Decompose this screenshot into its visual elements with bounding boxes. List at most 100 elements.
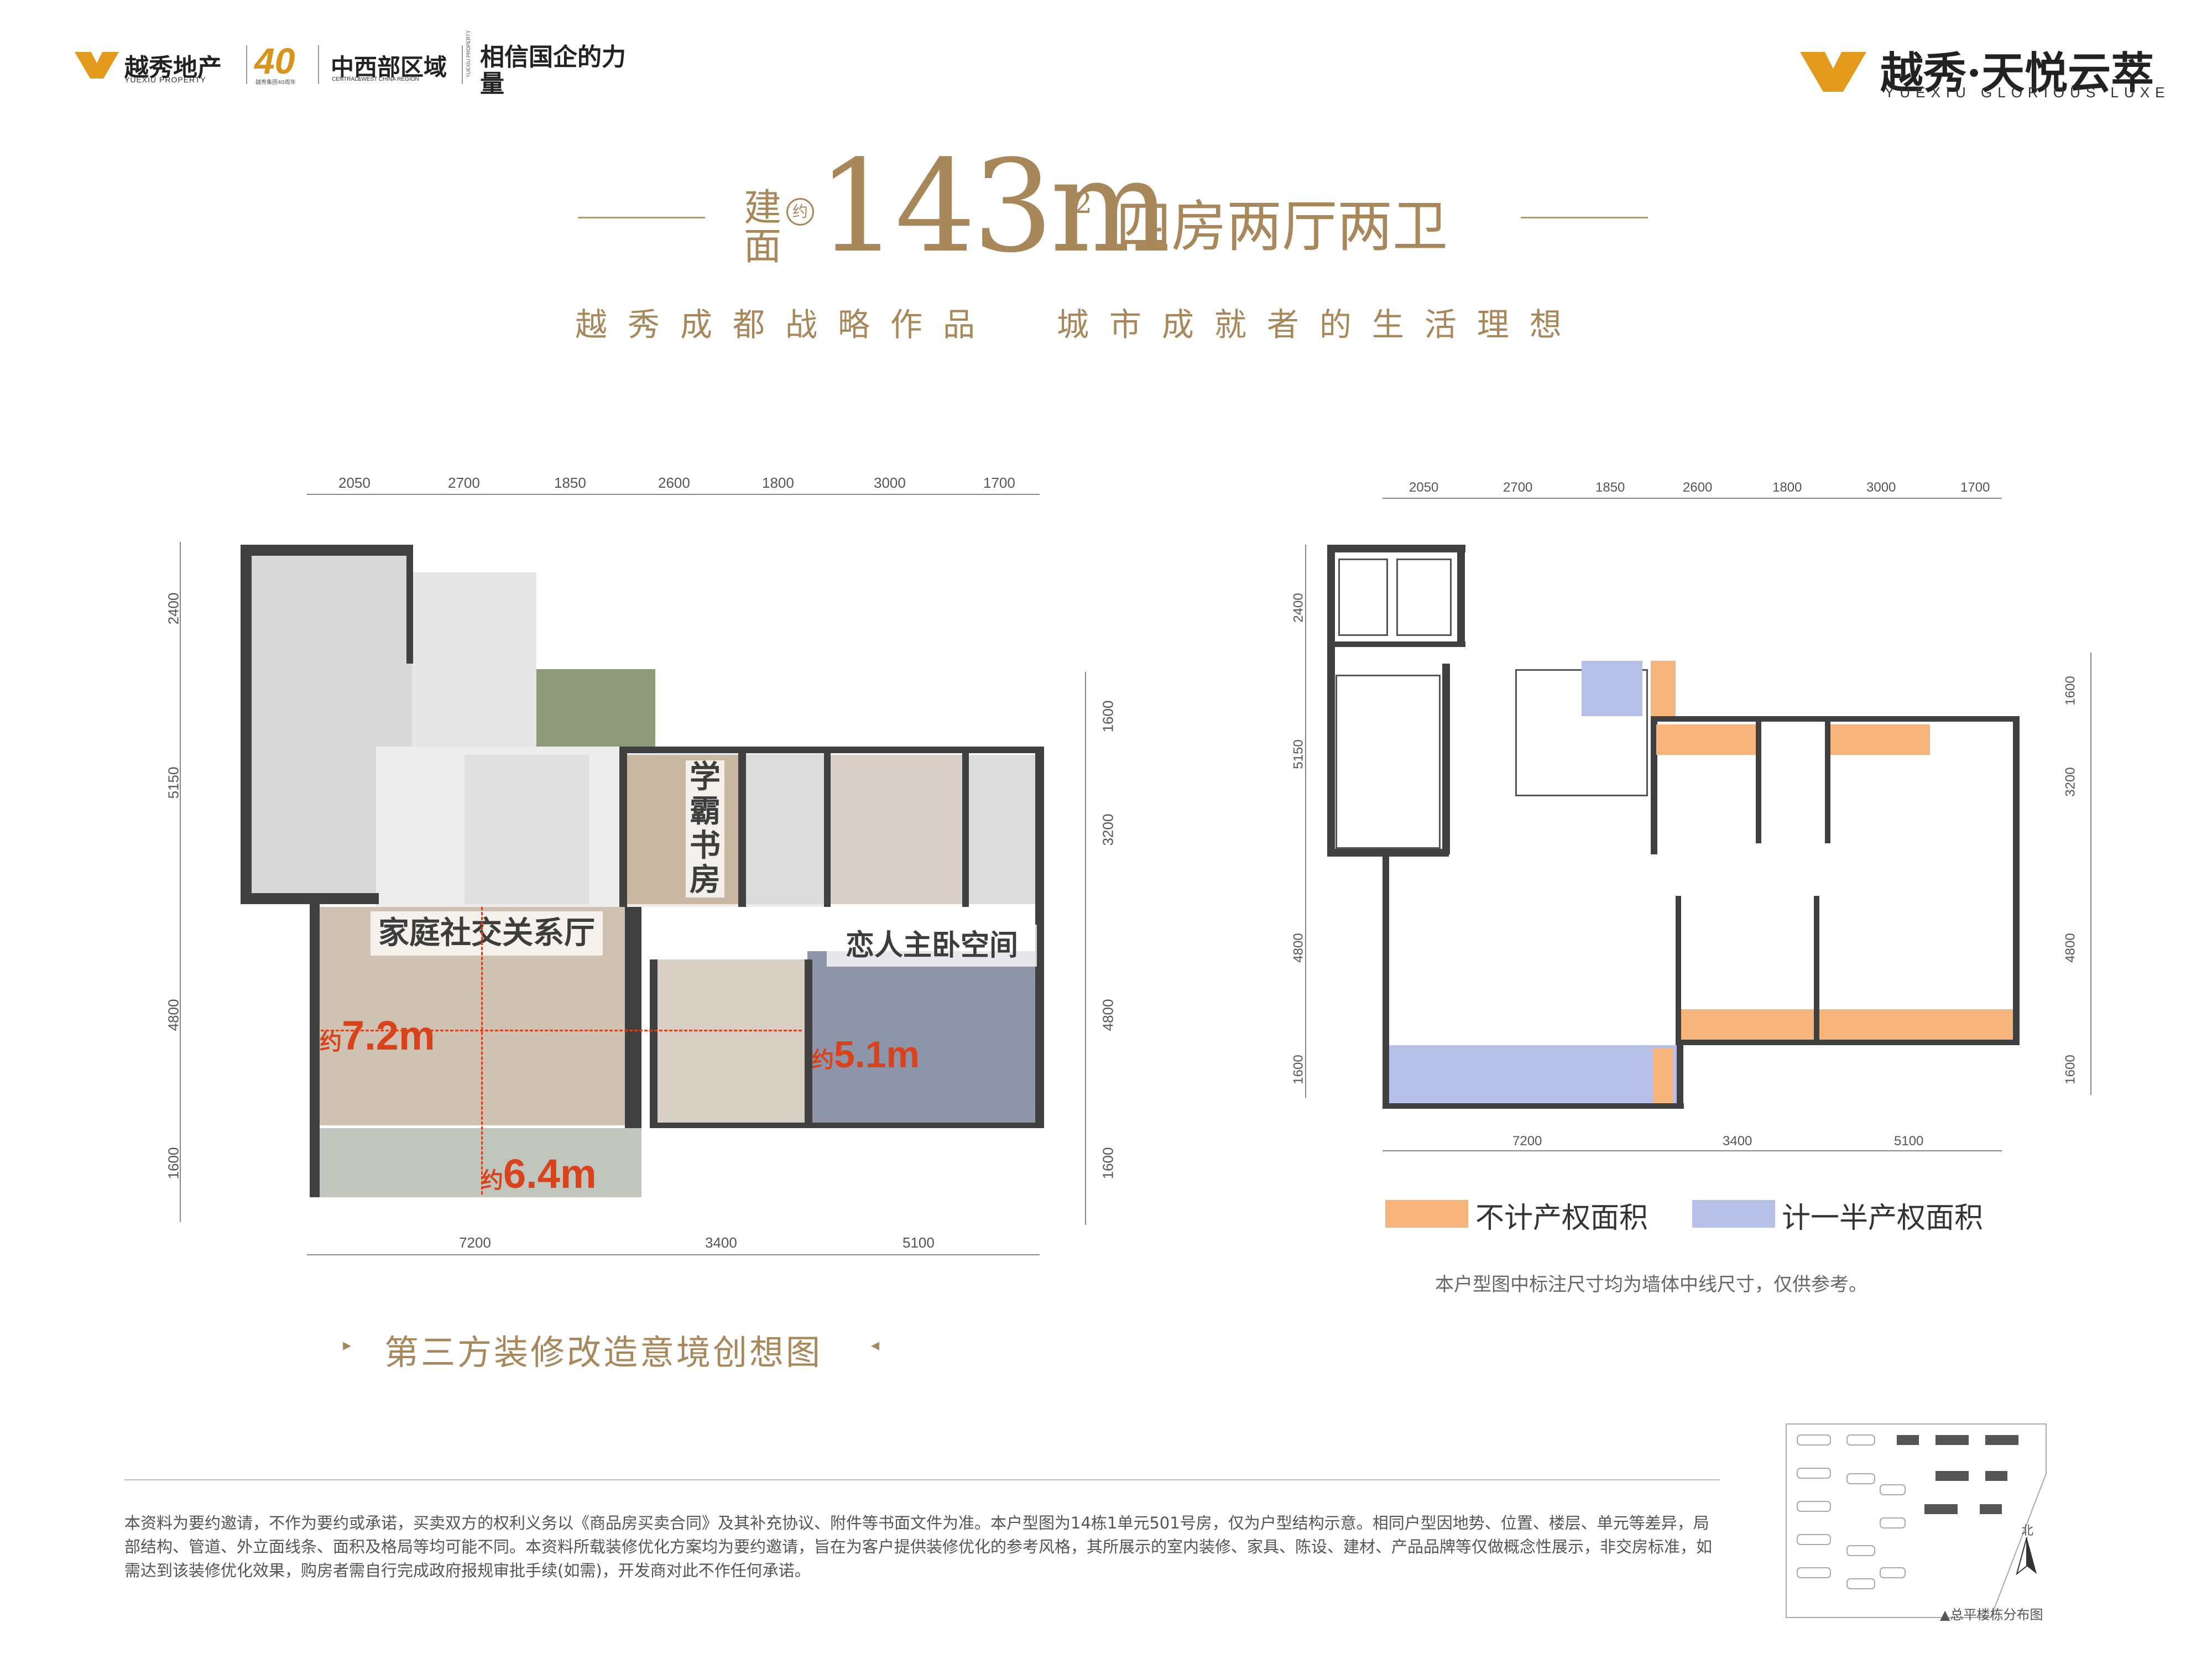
dim-left: 2400 — [1291, 593, 1306, 623]
master-bedroom — [807, 951, 1040, 1125]
dim-left: 2400 — [165, 592, 182, 625]
dim-top: 2050 — [1409, 480, 1439, 495]
dim-bottom: 7200 — [1512, 1134, 1542, 1149]
title-area: 143m — [817, 133, 1171, 281]
dim-top: 1850 — [554, 474, 586, 491]
kitchen — [465, 755, 589, 904]
dim-top: 2050 — [338, 474, 371, 491]
title-tagline: 越秀成都战略作品 城市成就者的生活理想 — [575, 306, 1582, 343]
header-divider — [462, 45, 463, 84]
ye-logo-icon — [1800, 47, 1866, 97]
ye-logo-icon — [75, 49, 119, 82]
dim-right: 3200 — [2063, 767, 2078, 797]
logo-right-sub: YUEXIU GLORIOUS LUXE — [1885, 84, 2171, 101]
caption-arrow-right: ◂ — [871, 1335, 880, 1355]
elevator-1 — [1338, 559, 1388, 636]
dim-top: 2700 — [448, 474, 480, 491]
title-prefix-bottom: 面 — [744, 225, 782, 269]
measure-line — [481, 907, 483, 1194]
title-prefix-top: 建 — [744, 186, 782, 230]
logo-left-name: 越秀地产 — [124, 54, 222, 82]
region-name: 中西部区域 — [331, 54, 447, 81]
south-balcony — [310, 1128, 641, 1197]
caption: 第三方装修改造意境创想图 — [384, 1332, 823, 1373]
title-about-circle: 约 — [786, 198, 814, 226]
north-arrow-icon — [2016, 1537, 2038, 1576]
excluded-area-orange — [1656, 724, 1756, 755]
dim-top: 1700 — [983, 474, 1015, 491]
excluded-area-orange — [1681, 1009, 1814, 1040]
half-area-blue-2 — [1582, 661, 1642, 716]
dim-top: 1700 — [1960, 480, 1990, 495]
measure-master: 约5.1m — [812, 1034, 920, 1076]
dim-left: 5150 — [1291, 739, 1306, 769]
plan-note: 本户型图中标注尺寸均为墙体中线尺寸，仅供参考。 — [1435, 1274, 1867, 1296]
dim-bottom: 5100 — [1894, 1134, 1924, 1149]
site-plan-caption: ▲总平楼栋分布图 — [1940, 1607, 2043, 1623]
slogan-sub: YUEXIU PROPERTY — [466, 30, 471, 77]
measure-living: 约7.2m — [320, 1013, 435, 1058]
dim-left: 5150 — [165, 766, 182, 799]
dim-bottom: 5100 — [902, 1234, 935, 1251]
dim-bottom: 7200 — [459, 1234, 491, 1251]
title-layout: 四房两厅两卫 — [1116, 194, 1448, 259]
elevator-2 — [1396, 559, 1452, 636]
legend-label-orange: 不计产权面积 — [1475, 1202, 1648, 1235]
site-plan-map — [1770, 1418, 2057, 1634]
label-living: 家庭社交关系厅 — [371, 911, 603, 956]
dim-top: 3000 — [1866, 480, 1896, 495]
logo-40-sub: 越秀集团40周年 — [255, 80, 296, 86]
half-area-blue — [1389, 1045, 1677, 1103]
caption-arrow-left: ▸ — [343, 1335, 352, 1355]
label-master: 恋人主卧空间 — [827, 925, 1037, 967]
dim-right: 4800 — [2063, 933, 2078, 963]
dim-top: 2600 — [1683, 480, 1713, 495]
bedroom-3 — [650, 959, 805, 1125]
logo-40-number: 40 — [254, 40, 295, 81]
header-divider — [318, 45, 319, 84]
logo-left-sub: YUEXIU PROPERTY — [124, 75, 206, 84]
stairwell — [1335, 675, 1441, 849]
excluded-area-orange — [1830, 724, 1930, 755]
legend-swatch-orange — [1385, 1200, 1468, 1228]
disclaimer: 本资料为要约邀请，不作为要约或承诺，买卖双方的权利义务以《商品房买卖合同》及其补… — [124, 1514, 1713, 1580]
label-study: 学霸书房 — [686, 760, 724, 898]
dim-right: 3200 — [1099, 813, 1117, 846]
dim-right: 1600 — [2063, 676, 2078, 706]
dim-bottom: 3400 — [705, 1234, 737, 1251]
legend-label-blue: 计一半产权面积 — [1782, 1202, 1984, 1235]
excluded-area-orange — [1819, 1009, 2013, 1040]
dim-bottom: 3400 — [1723, 1134, 1752, 1149]
region-sub: CENTRAL&WEST CHINA REGION — [332, 76, 419, 82]
dim-right: 1600 — [1099, 1147, 1117, 1180]
header-divider — [246, 45, 247, 84]
entry-balcony — [412, 572, 536, 749]
dim-top: 2700 — [1503, 480, 1533, 495]
dim-top: 1800 — [1772, 480, 1802, 495]
title-line-right — [1521, 217, 1648, 218]
dim-left: 1600 — [1291, 1055, 1306, 1084]
dim-left: 4800 — [1291, 933, 1306, 963]
excluded-area-orange — [1651, 661, 1676, 716]
dim-right: 4800 — [1099, 999, 1117, 1031]
dim-left: 1600 — [165, 1147, 182, 1180]
dim-top: 1800 — [762, 474, 794, 491]
excluded-area-orange — [1653, 1048, 1673, 1103]
footer-rule — [124, 1479, 1720, 1480]
bathroom-2 — [965, 755, 1040, 904]
planter-balcony — [536, 669, 655, 749]
dim-right: 1600 — [1099, 700, 1117, 733]
title-line-left — [578, 217, 705, 218]
measure-balcony: 约6.4m — [481, 1151, 597, 1197]
legend-swatch-blue — [1692, 1200, 1775, 1228]
dim-top: 2600 — [658, 474, 690, 491]
dim-top: 3000 — [874, 474, 906, 491]
title-area-sup: 2 — [1074, 187, 1093, 220]
dim-left: 4800 — [165, 999, 182, 1031]
dim-top: 1850 — [1595, 480, 1625, 495]
dim-right: 1600 — [2063, 1055, 2078, 1084]
measure-line — [321, 1030, 802, 1031]
slogan-main: 相信国企的力量 — [480, 43, 626, 98]
bathroom-1 — [744, 755, 824, 904]
north-label: 北 — [2021, 1524, 2034, 1538]
